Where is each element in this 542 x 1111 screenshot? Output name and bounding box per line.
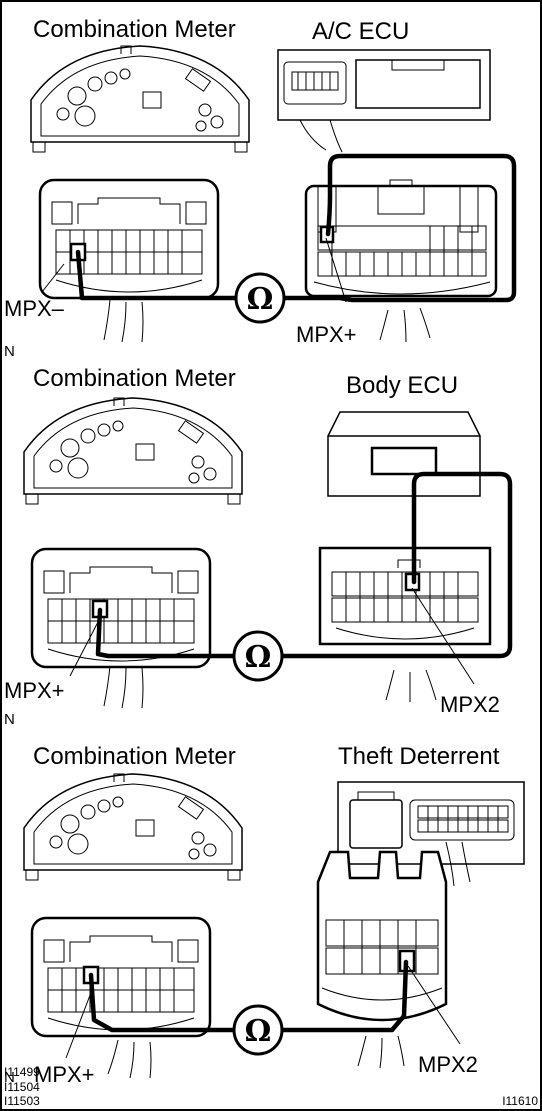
left-pin-label: MPX+ (4, 678, 65, 703)
panel1-right-title: A/C ECU (312, 18, 409, 45)
ohm-symbol: Ω (245, 640, 272, 675)
wire-ohmmeter-to-body-ecu (279, 471, 513, 659)
right-pin-label: MPX2 (418, 1052, 478, 1077)
wire-ohmmeter-to-theft-deterrent (279, 959, 409, 1033)
figure-code: I11503 (4, 1094, 40, 1108)
section-mark: N (4, 343, 15, 360)
wire-meter-to-ohmmeter (75, 249, 239, 301)
panel3-right-title: Theft Deterrent (338, 743, 500, 770)
meter-connector-icon (30, 547, 212, 669)
panel2-right-title: Body ECU (346, 372, 458, 399)
figure-id: I11610 (502, 1094, 538, 1108)
meter-connector-icon (30, 916, 212, 1038)
section-mark: N (4, 1069, 15, 1086)
ac-ecu-icon (277, 49, 491, 153)
figure-code: I11499 (4, 1065, 40, 1079)
wire-meter-to-ohmmeter (95, 607, 237, 659)
ohm-symbol: Ω (247, 282, 274, 317)
wire-meter-to-ohmmeter (88, 972, 237, 1033)
panel1-left-title: Combination Meter (33, 16, 236, 43)
combination-meter-icon (23, 397, 243, 505)
figure-code: I11504 (4, 1080, 40, 1094)
body-ecu-icon (327, 411, 481, 497)
body-ecu-connector-icon (318, 546, 492, 702)
combination-meter-icon (23, 773, 243, 881)
right-pin-label: MPX2 (440, 692, 500, 717)
panel-meter-to-ac-ecu: Combination Meter A/C ECU (4, 16, 517, 360)
meter-connector-icon (38, 178, 220, 300)
left-pin-label: MPX– (4, 296, 65, 321)
right-pin-label: MPX+ (296, 322, 357, 347)
left-pin-label: MPX+ (34, 1062, 95, 1087)
panel2-left-title: Combination Meter (33, 365, 236, 392)
ohm-symbol: Ω (245, 1014, 272, 1049)
section-mark: N (4, 711, 15, 728)
theft-deterrent-connector-icon (316, 850, 448, 1069)
wire-ohmmeter-to-ac-ecu (281, 153, 517, 303)
panel-meter-to-body-ecu: Combination Meter Body ECU Ω (4, 365, 513, 728)
combination-meter-icon (30, 45, 250, 153)
panel3-left-title: Combination Meter (33, 743, 236, 770)
panel-meter-to-theft-deterrent: Combination Meter Theft Deterrent (4, 743, 525, 1087)
ac-ecu-connector-icon (304, 179, 498, 343)
